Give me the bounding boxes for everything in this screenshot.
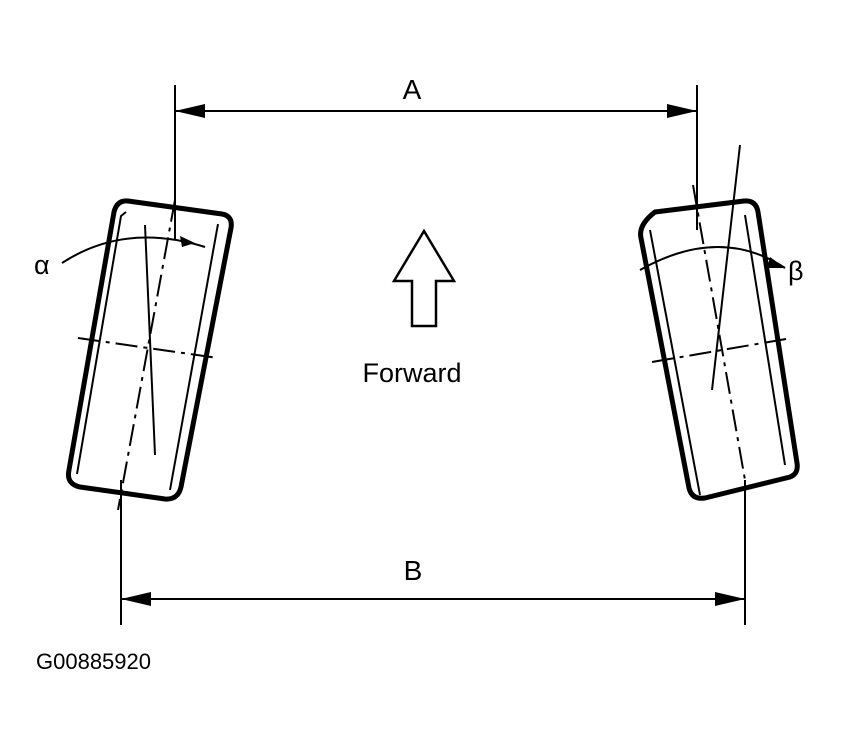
left-wheel	[61, 198, 234, 511]
right-wheel	[638, 144, 800, 501]
dimension-b: B	[120, 480, 746, 625]
forward-arrow-icon	[391, 228, 457, 328]
angle-alpha-label: α	[34, 250, 50, 280]
dimension-a-label: A	[403, 74, 422, 105]
dimension-b-label: B	[404, 555, 423, 586]
forward-label: Forward	[362, 358, 461, 388]
figure-id: G00885920	[36, 649, 151, 674]
angle-beta-label: β	[788, 256, 804, 286]
dimension-a: A	[174, 74, 698, 240]
